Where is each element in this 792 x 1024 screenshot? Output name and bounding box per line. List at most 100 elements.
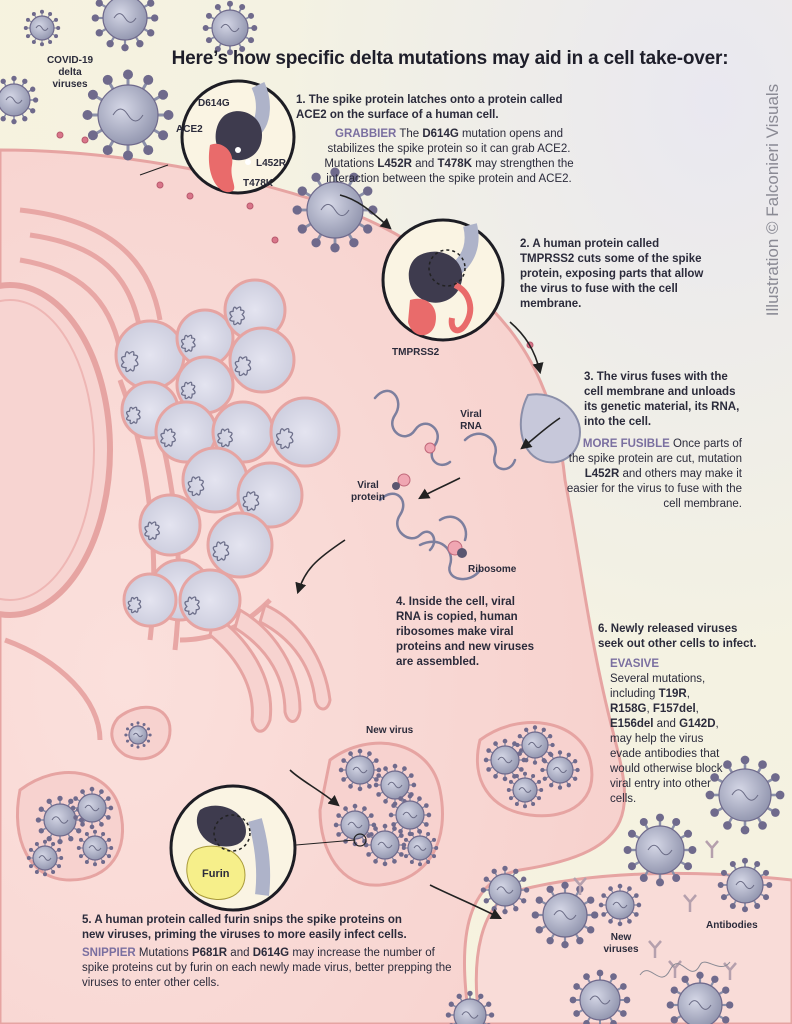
rna-vesicle-cluster xyxy=(114,278,341,632)
rna-vesicle-13 xyxy=(206,511,274,579)
virus-15 xyxy=(26,839,64,877)
step-6-note-t2: , xyxy=(686,688,690,700)
label-ribosome: Ribosome xyxy=(468,564,517,575)
label-new-virus: New virus xyxy=(366,725,414,736)
virus-20 xyxy=(333,803,377,847)
step-3-note-tag: MORE FUSIBLE xyxy=(582,438,670,450)
step-6-note-t3: , xyxy=(646,703,653,715)
step-5-note-tag: SNIPPIER xyxy=(82,947,136,959)
nucleus xyxy=(0,282,113,618)
artist-signature xyxy=(639,961,731,978)
rna-vesicle-10 xyxy=(181,446,249,514)
virus-5 xyxy=(202,0,258,56)
label-antibodies: Antibodies xyxy=(706,920,758,931)
step-3-note-t2: and others may make it easier for the vi… xyxy=(566,468,742,510)
step-6-note-b5: G142D xyxy=(679,718,716,730)
step-1-note-b1: D614G xyxy=(422,128,459,140)
step-6-note-t1: Several mutations, including xyxy=(610,673,706,700)
virus-6 xyxy=(292,167,378,253)
antibody-5 xyxy=(723,962,737,980)
step-3-note: MORE FUSIBLE Once parts of the spike pro… xyxy=(566,437,742,512)
step-5-note: SNIPPIER Mutations P681R and D614G may i… xyxy=(82,946,462,991)
virus-8 xyxy=(623,813,697,887)
rna-vesicle-1 xyxy=(114,319,186,391)
virus-4 xyxy=(0,75,39,125)
page-title: Here’s how specific delta mutations may … xyxy=(171,48,729,69)
step-1-note: GRABBIER The D614G mutation opens and st… xyxy=(314,127,584,187)
step-6-note-t4: , xyxy=(695,703,699,715)
step-1-note-t1: The xyxy=(396,128,423,140)
virus-25 xyxy=(540,750,580,790)
step-1-note-tag: GRABBIER xyxy=(335,128,397,140)
label-new-viruses: New viruses xyxy=(603,932,639,955)
step-1-note-t4: may strengthen the interaction between t… xyxy=(326,158,574,185)
zoom-circle-ace2 xyxy=(180,79,296,195)
rna-vesicle-15 xyxy=(122,572,178,628)
label-furin: Furin xyxy=(202,868,230,880)
label-viral-protein: Viral protein xyxy=(351,480,385,503)
virus-11 xyxy=(480,865,530,915)
step-1-note-t2: mutation opens and stabilizes the spike … xyxy=(324,128,571,170)
step-1-note-b2: L452R xyxy=(377,158,412,170)
step-3-note-t1: Once parts of the spike protein are cut,… xyxy=(568,438,742,465)
callout-line-1 xyxy=(139,164,169,176)
virus-28 xyxy=(569,969,631,1024)
step-6-note-tag: EVASIVE xyxy=(610,658,659,670)
step-5-note-t2: and xyxy=(227,947,253,959)
step-1-note-b3: T478K xyxy=(437,158,473,170)
rna-vesicle-11 xyxy=(236,461,304,529)
golgi-apparatus xyxy=(208,602,332,733)
label-covid-viruses: COVID-19 delta viruses xyxy=(46,55,94,90)
virus-2 xyxy=(23,9,61,47)
antibody-6 xyxy=(668,960,682,978)
step-5-note-t3: may increase the number of spike protein… xyxy=(82,947,452,989)
process-arrows xyxy=(289,194,561,920)
rna-vesicle-16 xyxy=(178,568,242,632)
virus-13 xyxy=(35,795,85,845)
rna-vesicle-4 xyxy=(228,326,296,394)
step-2-text: 2. A human protein called TMPRSS2 cuts s… xyxy=(520,238,704,310)
step-6-note-t5: and xyxy=(653,718,680,730)
step-6-text: 6. Newly released viruses seek out other… xyxy=(598,623,757,650)
label-l452r: L452R xyxy=(256,158,287,169)
step-4-text: 4. Inside the cell, viral RNA is copied,… xyxy=(396,596,535,668)
illustration-credit: Illustration © Falconieri Visuals xyxy=(763,83,782,317)
antibody-1 xyxy=(683,894,697,912)
step-6-note-b3: F157del xyxy=(652,703,696,715)
virus-14 xyxy=(70,786,114,830)
step-6-note-b1: T19R xyxy=(658,688,687,700)
ribosome-blobs xyxy=(392,482,467,558)
label-t478k: T478K xyxy=(243,178,274,189)
step-6-note: EVASIVE Several mutations, including T19R… xyxy=(610,657,730,807)
antibody-2 xyxy=(648,940,662,958)
virus-7 xyxy=(705,755,785,835)
step-6-note-b4: E156del xyxy=(610,718,654,730)
virus-26 xyxy=(506,771,544,809)
step-5-note-t1: Mutations xyxy=(135,947,192,959)
label-tmprss2: TMPRSS2 xyxy=(392,347,440,358)
zoom-circle-tmprss2 xyxy=(381,218,505,342)
step-5-note-b2: D614G xyxy=(252,947,290,959)
callout-marker-furin xyxy=(353,833,367,847)
virus-9 xyxy=(717,857,773,913)
antibody-4 xyxy=(705,840,719,858)
antibodies-group xyxy=(573,840,737,980)
rna-vesicle-12 xyxy=(138,493,202,557)
step-5-text: 5. A human protein called furin snips th… xyxy=(82,914,407,941)
virus-27 xyxy=(124,721,152,749)
virus-29 xyxy=(666,971,734,1024)
step-6-note-t6: , may help the virus evade antibodies th… xyxy=(610,718,723,805)
label-viral-rna: Viral RNA xyxy=(460,409,482,432)
rna-vesicle-9 xyxy=(269,396,341,468)
step-1-note-t3: and xyxy=(411,158,438,170)
virus-10 xyxy=(531,881,599,949)
zoom-circle-furin xyxy=(169,784,297,912)
virus-3 xyxy=(82,69,174,161)
label-ace2: ACE2 xyxy=(176,124,203,135)
antibody-3 xyxy=(573,877,587,895)
step-1-text: 1. The spike protein latches onto a prot… xyxy=(296,94,563,121)
step-5-note-b1: P681R xyxy=(191,947,228,959)
fusion-pocket xyxy=(519,393,582,464)
